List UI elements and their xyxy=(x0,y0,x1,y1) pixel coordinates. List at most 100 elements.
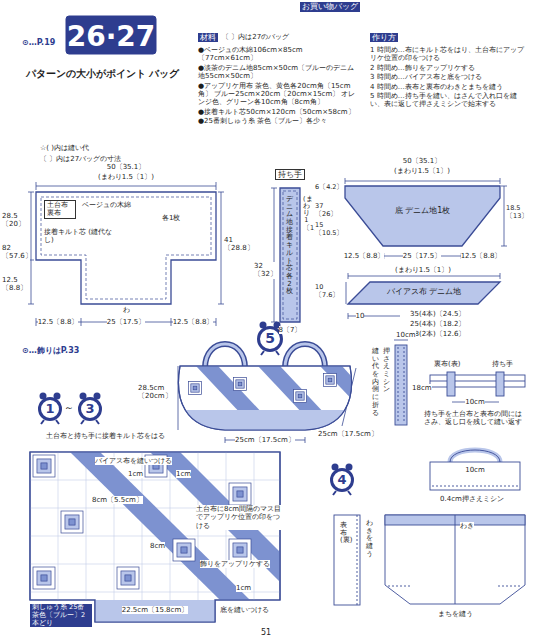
step5-illustration xyxy=(395,345,525,490)
node-text: 4 xyxy=(330,472,354,488)
annotation-label: わきを縫う xyxy=(366,520,373,558)
node-text: バイアス布 デニム地 xyxy=(348,287,500,296)
annotation-label: 25cm〔17.5cm〕 xyxy=(318,430,378,438)
annotation-label: 10cm xyxy=(465,466,485,474)
annotation-label: 作り方 xyxy=(370,33,398,42)
annotation-label: 18(2本)〔12.6〕 xyxy=(410,330,465,338)
node-text: 接着キルト芯 (縫代なし) xyxy=(44,228,114,245)
annotation-label: (まわり1.5〔1〕) xyxy=(98,173,154,181)
node-text: 底 デニム地1枚 xyxy=(345,206,500,216)
annotation-label: 持ち手 xyxy=(492,360,513,368)
annotation-label: 25〔17.5〕 xyxy=(403,252,442,260)
annotation-label: 22.5cm〔15.8cm〕 xyxy=(122,606,189,614)
step4-illustration xyxy=(334,515,525,605)
node-text: 土台布 裏布 xyxy=(44,200,76,219)
annotation-label: 41〔28.8〕 xyxy=(224,236,252,253)
node-text: デニム地 接着キルト芯 各2枚 xyxy=(286,196,293,296)
annotation-label: お買い物バッグ xyxy=(300,2,360,12)
annotation-label: 12.5〔8.8〕 xyxy=(2,276,30,293)
step-badge: 3 xyxy=(78,397,102,421)
bag-illustration xyxy=(170,344,370,435)
node-shape xyxy=(345,186,500,246)
annotation-label: 6〔4.2〕 xyxy=(315,184,344,192)
annotation-label: 50〔35.1〕 xyxy=(403,157,442,165)
annotation-label: (まわり1〔1〕) xyxy=(303,196,310,232)
annotation-label: 0.4cm押さえミシン xyxy=(440,495,504,503)
annotation-label: 1 時間め…布にキルト芯をはり、土台布にアップリケ位置の印をつける xyxy=(370,46,528,63)
step-badge: 1 xyxy=(38,397,62,421)
annotation-label: 8cm〔5.5cm〕 xyxy=(92,496,143,504)
annotation-label: 12.5〔8.8〕 xyxy=(173,318,214,326)
pattern-piece: 底 デニム地1枚 xyxy=(345,186,500,246)
node-text: 26·27 xyxy=(66,20,156,54)
annotation-label: ～ xyxy=(64,402,74,414)
node-text: ベージュの木綿 xyxy=(82,201,131,209)
annotation-label: 5 時間め…持ち手を縫い、はさんで入れ口を縫い、表に返して押さえミシンで始末する xyxy=(370,92,528,109)
annotation-label: わ xyxy=(123,306,130,314)
appliqué-layout xyxy=(30,452,290,625)
annotation-label: 28.5〔20〕 xyxy=(2,212,30,229)
annotation-label: 10〔7.6〕 xyxy=(315,284,344,300)
annotation-label: わき xyxy=(460,522,474,530)
annotation-label: 10 xyxy=(356,312,365,320)
annotation-label: 37〔26〕 xyxy=(315,203,344,219)
node-text: 3 xyxy=(78,401,102,417)
annotation-label: ●接着キルト芯50cm×120cm〔50cm×58cm〕 xyxy=(198,108,360,116)
annotation-label: 25cm〔17.5cm〕 xyxy=(235,436,295,444)
annotation-label: 32〔32〕 xyxy=(254,262,278,279)
annotation-label: まちを縫う xyxy=(438,610,473,618)
annotation-label: (まわり1.5〔1〕) xyxy=(395,266,451,274)
annotation-label: 押さえミシン xyxy=(383,348,390,394)
step-badge: 4 xyxy=(330,468,354,492)
annotation-label: ☆( )内は縫い代 xyxy=(40,144,89,152)
annotation-label: 35(4本)〔24.5〕 xyxy=(410,310,465,318)
annotation-label: 底を縫いつける xyxy=(220,606,269,614)
annotation-label: ⊙…飾りはP.33 xyxy=(22,346,79,356)
annotation-label: ●淡茶のデニム地85cm×50cm〔ブルーのデニム地55cm×50cm〕 xyxy=(198,64,360,81)
node-text: 1 xyxy=(38,401,62,417)
annotation-label: 表布(裏) xyxy=(340,522,347,545)
annotation-label: 持ち手を土台布と表布の間にはさみ、返し口を残して縫い返す xyxy=(424,410,526,427)
annotation-label: 8〔7〕 xyxy=(279,326,302,334)
pattern-piece: 持ち手デニム地 接着キルト芯 各2枚 xyxy=(280,188,300,322)
annotation-label: 50〔35.1〕 xyxy=(107,163,146,171)
annotation-label: 51 xyxy=(261,628,271,638)
annotation-label: ●アップリケ用布 茶色、黄色各20cm角〔15cm角〕 ブルー25cm×20cm… xyxy=(198,82,360,107)
annotation-label: 12.5〔8.8〕 xyxy=(461,252,502,260)
page-title: パターンの大小がポイント バッグ xyxy=(26,68,179,79)
annotation-label: 1cm xyxy=(176,470,191,478)
annotation-label: 28.5cm〔20cm〕 xyxy=(138,384,176,401)
annotation-label: 10cm xyxy=(396,331,416,339)
annotation-label: 裏布(表) xyxy=(434,360,460,368)
annotation-label: 2 時間め…飾りをアップリケする xyxy=(370,64,528,72)
pattern-piece: 土台布 裏布ベージュの木綿接着キルト芯 (縫代なし) 各1枚 xyxy=(36,192,216,304)
title-badge: 26·27 xyxy=(66,16,156,54)
annotation-label: 1cm xyxy=(128,470,143,478)
annotation-label: 10cm xyxy=(465,398,485,406)
node-text: 各1枚 xyxy=(162,214,180,222)
annotation-label: バイアス布を縫いつける xyxy=(95,457,172,465)
annotation-label: 刺しゅう糸 25番 茶色〔ブルー〕2本どり xyxy=(30,604,92,627)
annotation-label: 〔 〕内は27のバッグ xyxy=(222,33,289,41)
annotation-label: 8cm xyxy=(150,542,165,550)
annotation-label: ⊙…P.19 xyxy=(22,38,55,48)
pattern-piece: バイアス布 デニム地 xyxy=(348,282,500,304)
annotation-label: 12.5〔8.8〕 xyxy=(38,318,79,326)
annotation-label: 飾りをアップリケする xyxy=(200,560,270,568)
annotation-label: 12.5〔8.8〕 xyxy=(344,252,385,260)
annotation-label: 土台布と持ち手に接着キルト芯をはる xyxy=(46,432,165,440)
annotation-label: ●ベージュの木綿106cm×85cm〔77cm×61cm〕 xyxy=(198,46,360,63)
annotation-label: ●25番刺しゅう糸 茶色〔ブルー〕各少々 xyxy=(198,117,360,125)
annotation-label: 25(4本)〔18.2〕 xyxy=(410,320,465,328)
annotation-label: 3 時間め…バイアス布と底をつける xyxy=(370,73,528,81)
annotation-label: 25〔17.5〕 xyxy=(107,318,146,326)
annotation-label: 4 時間め…表布と裏布のわきとまちを縫う xyxy=(370,83,528,91)
annotation-label: 材料 xyxy=(198,33,218,42)
annotation-label: 15〔10.5〕 xyxy=(315,222,344,238)
annotation-label: 18.5〔13〕 xyxy=(506,205,530,221)
annotation-label: 縫い代を内側に折る xyxy=(372,348,379,417)
annotation-label: (まわり1.5〔1〕) xyxy=(394,167,450,175)
annotation-label: 1cm xyxy=(236,584,251,592)
dimension-lines xyxy=(28,178,507,443)
annotation-label: 土台布に8cm間隔のマス目でアップリケ位置の印をつける xyxy=(196,505,282,530)
